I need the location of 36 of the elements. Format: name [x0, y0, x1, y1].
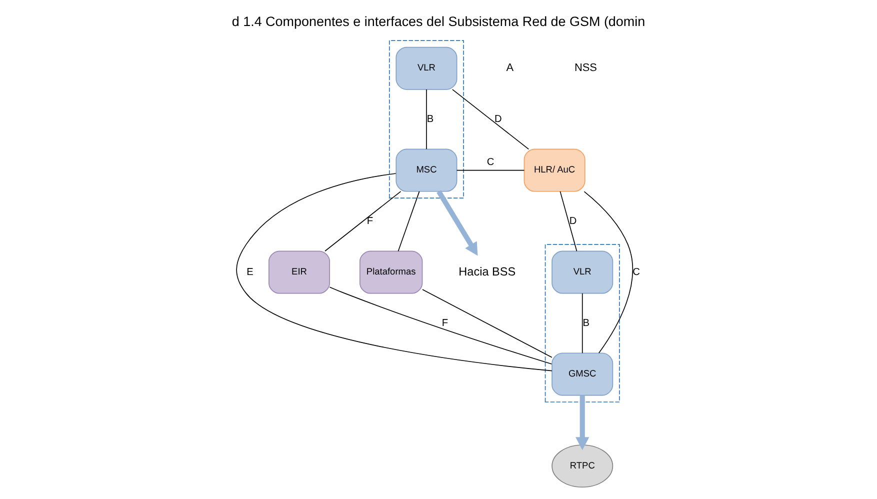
edge-label: C: [632, 266, 640, 278]
arrow: [436, 190, 478, 256]
connector: [422, 289, 552, 358]
connector: [398, 191, 420, 252]
node-box: MSC: [396, 148, 458, 192]
node-box: VLR: [396, 46, 458, 90]
node-box: GMSC: [552, 352, 614, 396]
arrow: [576, 395, 590, 450]
node-box: VLR: [552, 250, 614, 294]
label: A: [506, 62, 514, 74]
cluster: [388, 40, 464, 199]
node-box: Plataformas: [360, 250, 423, 294]
diagram-title: d 1.4 Componentes e interfaces del Subsistema Red de GSM (domin: [232, 14, 646, 30]
node-ellipse: RTPC: [552, 444, 614, 488]
edge-label: D: [494, 114, 502, 125]
connector: [324, 191, 402, 252]
node-text: Hacia BSS: [458, 265, 516, 278]
label: NSS: [574, 62, 597, 74]
edge-label: B: [582, 318, 590, 329]
connector: [426, 89, 427, 150]
edge-label: F: [442, 318, 448, 329]
connector: [329, 286, 552, 364]
connector: [582, 292, 583, 354]
connector: [236, 173, 552, 372]
edge-label: B: [426, 114, 434, 125]
node-box: HLR/ AuC: [524, 148, 586, 192]
edge-label: E: [246, 266, 254, 278]
cluster: [544, 244, 620, 402]
connector: [456, 170, 525, 171]
connector: [560, 191, 578, 252]
edge-label: C: [486, 156, 494, 168]
connector: [584, 191, 633, 354]
edge-label: F: [366, 216, 374, 227]
node-box: EIR: [268, 250, 330, 294]
connector: [452, 89, 530, 150]
edge-label: D: [569, 216, 577, 227]
